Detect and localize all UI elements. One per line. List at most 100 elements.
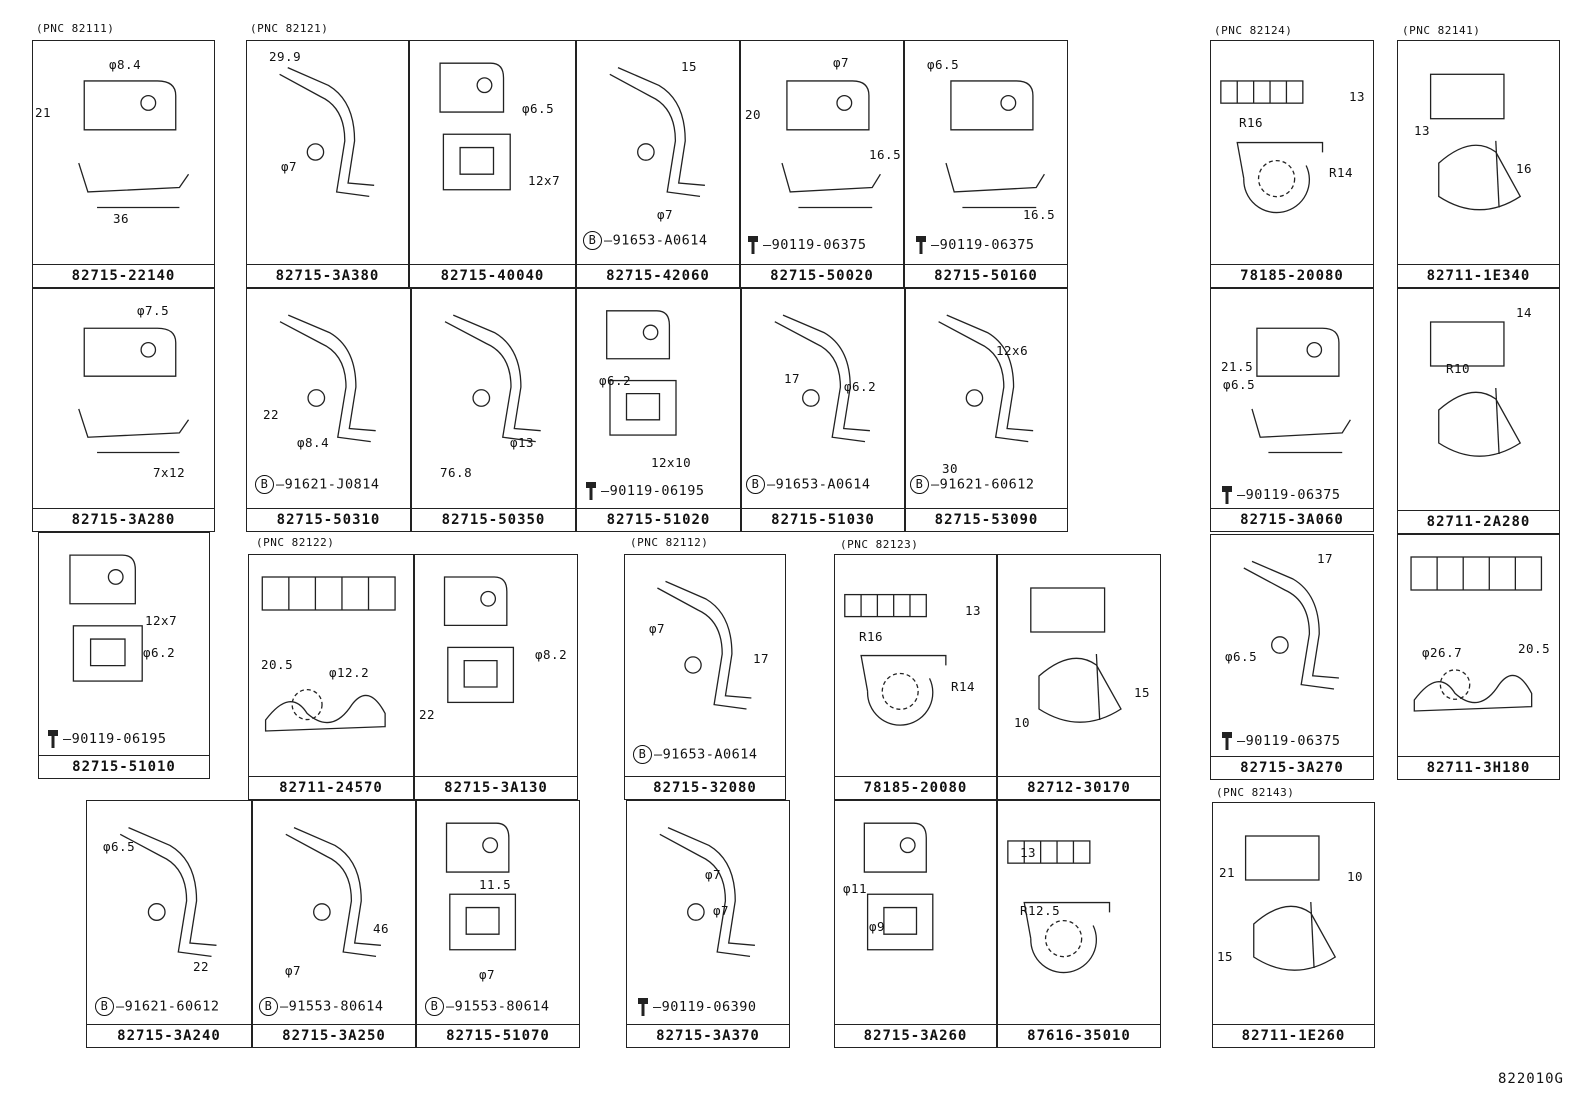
part-number[interactable]: 82715-32080 bbox=[653, 780, 757, 796]
bolt-icon bbox=[586, 482, 596, 500]
part-number[interactable]: 78185-20080 bbox=[1240, 268, 1344, 284]
part-number[interactable]: 82715-50160 bbox=[934, 268, 1038, 284]
part-illustration bbox=[1030, 587, 1122, 723]
leader-line: — bbox=[601, 483, 610, 499]
group-label-pnc-82124: (PNC 82124) bbox=[1214, 24, 1293, 37]
bolt-callout: —90119-06390 bbox=[637, 997, 757, 1017]
bolt-icon bbox=[748, 236, 758, 254]
bolt-marker-icon: B bbox=[746, 475, 765, 494]
dimension-label: 15 bbox=[681, 59, 698, 74]
part-number[interactable]: 82715-3A370 bbox=[656, 1028, 760, 1044]
dimension-label: 16.5 bbox=[1023, 207, 1056, 222]
part-number[interactable]: 82711-1E340 bbox=[1426, 268, 1531, 284]
part-number[interactable]: 82711-2A280 bbox=[1426, 514, 1531, 530]
bolt-callout: —90119-06375 bbox=[1221, 485, 1341, 505]
part-number[interactable]: 82715-3A240 bbox=[117, 1028, 221, 1044]
part-number[interactable]: 82715-3A380 bbox=[275, 268, 380, 284]
bolt-callout: —90119-06375 bbox=[915, 235, 1035, 255]
part-number[interactable]: 82715-51030 bbox=[771, 512, 875, 528]
part-number[interactable]: 87616-35010 bbox=[1027, 1028, 1131, 1044]
part-number[interactable]: 82711-1E260 bbox=[1241, 1028, 1346, 1044]
part-illustration bbox=[659, 827, 755, 958]
dimension-label: 22 bbox=[419, 707, 436, 722]
part-number[interactable]: 82715-3A130 bbox=[444, 780, 548, 796]
dimension-label: 10 bbox=[1347, 869, 1364, 884]
part-number[interactable]: 82715-3A270 bbox=[1240, 760, 1344, 776]
bolt-marker-icon: B bbox=[259, 997, 278, 1016]
part-number[interactable]: 82715-3A060 bbox=[1240, 512, 1344, 528]
part-number[interactable]: 82715-3A260 bbox=[863, 1028, 968, 1044]
part-illustration bbox=[774, 314, 870, 443]
bolt-marker-icon: B bbox=[95, 997, 114, 1016]
part-number[interactable]: 78185-20080 bbox=[863, 780, 968, 796]
part-number[interactable]: 82715-51010 bbox=[72, 759, 176, 775]
part-number[interactable]: 82715-40040 bbox=[440, 268, 545, 284]
part-number[interactable]: 82715-50350 bbox=[441, 512, 546, 528]
divider bbox=[417, 1024, 579, 1025]
part-number[interactable]: 82715-42060 bbox=[606, 268, 710, 284]
part-number[interactable]: 82711-3H180 bbox=[1426, 760, 1531, 776]
dimension-label: 17 bbox=[1317, 551, 1334, 566]
part-number[interactable]: 82715-51020 bbox=[606, 512, 711, 528]
part-number[interactable]: 82711-24570 bbox=[279, 780, 383, 796]
part-number[interactable]: 82715-50020 bbox=[770, 268, 874, 284]
leader-line: — bbox=[604, 232, 613, 249]
dimension-label: 10 bbox=[1014, 715, 1031, 730]
bolt-callout: —90119-06375 bbox=[1221, 731, 1341, 751]
divider bbox=[1398, 756, 1559, 757]
dimension-label: 14 bbox=[1516, 305, 1533, 320]
divider bbox=[906, 508, 1067, 509]
part-number[interactable]: 82715-50310 bbox=[276, 512, 381, 528]
dimension-label: 20.5 bbox=[1518, 641, 1551, 656]
part-number[interactable]: 82715-22140 bbox=[71, 268, 176, 284]
part-number[interactable]: 82715-3A250 bbox=[282, 1028, 386, 1044]
part-illustration bbox=[938, 314, 1034, 443]
part-number[interactable]: 82715-53090 bbox=[934, 512, 1039, 528]
part-number[interactable]: 82715-3A280 bbox=[71, 512, 176, 528]
leader-line: — bbox=[280, 998, 289, 1015]
part-number[interactable]: 82712-30170 bbox=[1027, 780, 1131, 796]
part-illustration bbox=[285, 827, 381, 958]
part-number[interactable]: 82715-51070 bbox=[446, 1028, 550, 1044]
dimension-label: φ6.5 bbox=[1223, 377, 1256, 392]
part-illustration bbox=[69, 554, 143, 682]
bolt-part-number: 91621-60612 bbox=[939, 476, 1035, 493]
divider bbox=[412, 508, 575, 509]
group-label-pnc-82123: (PNC 82123) bbox=[840, 538, 919, 551]
dimension-label: φ7 bbox=[281, 159, 298, 174]
divider bbox=[1211, 264, 1373, 265]
dimension-label: φ9 bbox=[869, 919, 886, 934]
bolt-part-number: 91621-60612 bbox=[124, 998, 220, 1015]
